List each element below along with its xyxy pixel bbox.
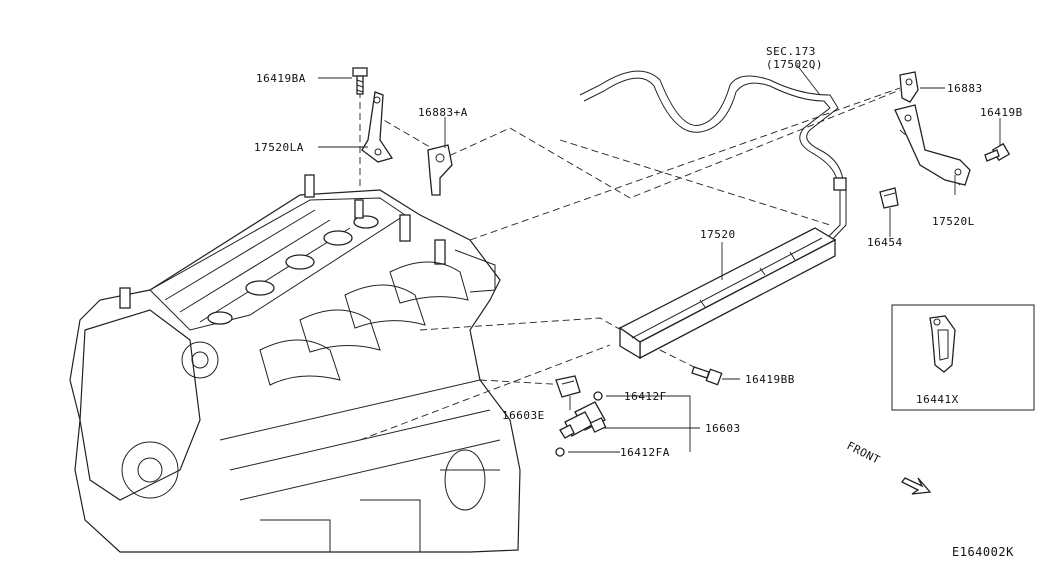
label-sec173: SEC.173 [766,45,816,58]
bracket-17520la [361,91,394,163]
assembly-guide-lines [359,80,961,441]
clip-16603e [555,375,581,398]
diagram-code: E164002K [952,545,1014,559]
bolt-16419ba [352,67,368,95]
clip-16883 [899,71,919,103]
fuel-rail [618,227,837,360]
injector-16603 [559,401,607,439]
label-16883: 16883 [947,82,983,95]
label-17520: 17520 [700,228,736,241]
label-16603e: 16603E [502,409,545,422]
label-16454: 16454 [867,236,903,249]
label-16419ba: 16419BA [256,72,306,85]
bolt-16419bb [691,366,723,386]
label-17520la: 17520LA [254,141,304,154]
front-label: FRONT [845,439,883,467]
bolt-16419b [984,142,1011,162]
label-16419bb: 16419BB [745,373,795,386]
label-16412fa: 16412FA [620,446,670,459]
leader-lines [318,64,1001,453]
label-16441x: 16441X [916,393,959,406]
engine-assembly [69,174,521,553]
label-16419b: 16419B [980,106,1023,119]
label-16412f: 16412F [624,390,667,403]
label-17520l: 17520L [932,215,975,228]
label-sec173-sub: (17502Q) [766,58,823,71]
oring-16412f [593,391,603,401]
front-arrow-icon [901,477,932,495]
label-16883a: 16883+A [418,106,468,119]
label-16603: 16603 [705,422,741,435]
inset-box [891,304,1035,411]
fuel-hose-line [579,70,847,243]
bracket-17520l [894,104,971,186]
clip-16454 [879,187,899,209]
clip-16883a [427,144,453,196]
oring-16412fa [555,447,565,457]
